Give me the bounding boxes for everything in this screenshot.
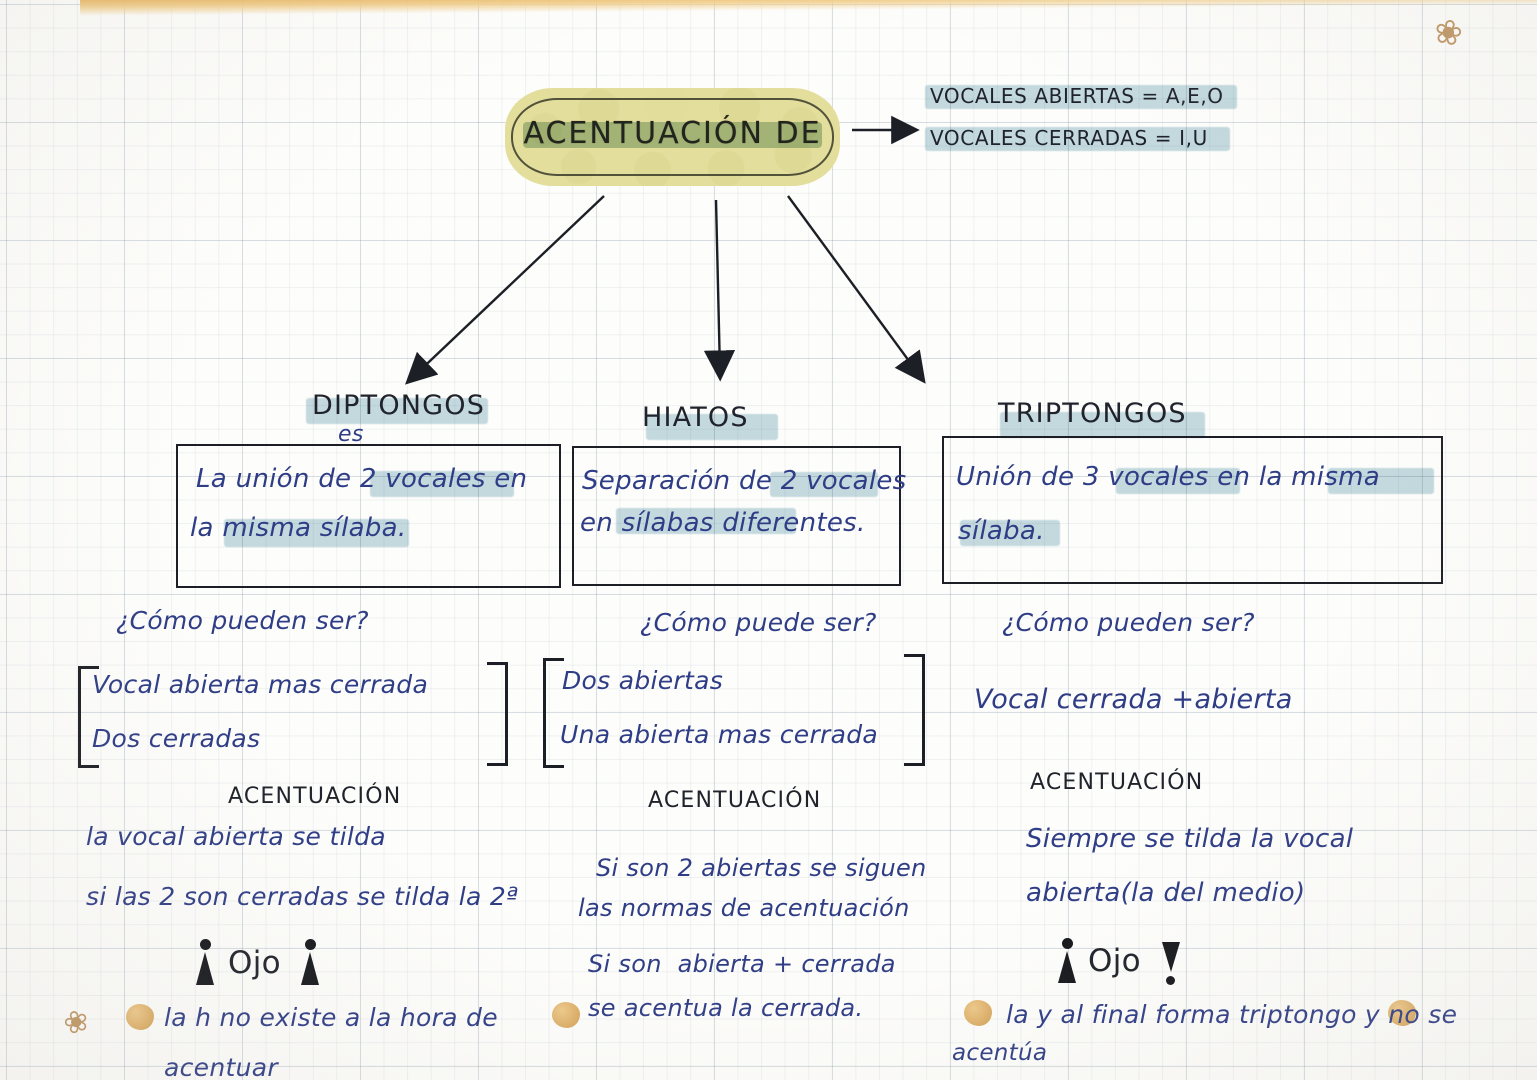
ojo-label-1: Ojo: [228, 945, 281, 981]
column-heading-diptongos: DIPTONGOS: [312, 390, 486, 421]
def-highlight-3b: [1328, 468, 1434, 494]
rule-line-triptongos-1: abierta(la del medio): [1026, 878, 1306, 908]
main-title-bubble: ACENTUACIÓN DE: [505, 88, 840, 186]
heading-highlight-triptongos: [1000, 412, 1205, 438]
rule-line-diptongos-0: la vocal abierta se tilda: [86, 822, 386, 851]
warning-line-diptongos-0: la h no existe a la hora de: [164, 1003, 498, 1032]
question-hiatos: ¿Cómo puede ser?: [640, 608, 877, 637]
legend-open-vowels: VOCALES ABIERTAS = A,E,O: [930, 84, 1224, 108]
column-heading-triptongos: TRIPTONGOS: [998, 398, 1187, 429]
definition-line2-diptongos: la misma sílaba.: [190, 513, 407, 543]
option-hiatos-0: Dos abiertas: [562, 666, 724, 695]
side-note-diptongos: es: [338, 422, 364, 447]
rule-line-triptongos-0: Siempre se tilda la vocal: [1026, 824, 1354, 854]
rule-heading-hiatos: ACENTUACIÓN: [648, 788, 822, 813]
rule-heading-diptongos: ACENTUACIÓN: [228, 784, 402, 809]
dot-sticker-2: [552, 1002, 580, 1028]
warning-line-triptongos-0: la y al final forma triptongo y no se: [1006, 1000, 1458, 1029]
ojo-dot-left-3: [1062, 938, 1073, 949]
def-highlight-2a: [770, 472, 878, 497]
legend-highlight-2: [925, 127, 1230, 151]
def-highlight-1a: [370, 471, 514, 497]
legend-closed-vowels: VOCALES CERRADAS = I,U: [930, 126, 1208, 150]
question-diptongos: ¿Cómo pueden ser?: [116, 606, 369, 635]
option-hiatos-1: Una abierta mas cerrada: [560, 720, 879, 749]
definition-line2-hiatos: en sílabas diferentes.: [580, 508, 866, 538]
definition-line2-triptongos: sílaba.: [958, 516, 1045, 546]
definition-box-diptongos: [176, 444, 561, 588]
heading-highlight-diptongos: [306, 398, 488, 424]
rule-line-hiatos-0: Si son 2 abiertas se siguen: [596, 854, 927, 882]
dot-sticker-3: [964, 1000, 992, 1026]
question-triptongos: ¿Cómo pueden ser?: [1002, 608, 1255, 637]
ojo-dot-left-1: [200, 939, 211, 950]
warning-line-diptongos-1: acentuar: [164, 1053, 278, 1080]
option-diptongos-1: Dos cerradas: [92, 724, 261, 753]
option-triptongos-0: Vocal cerrada +abierta: [974, 684, 1293, 715]
definition-box-hiatos: [572, 446, 901, 586]
title-highlight-band: [523, 122, 822, 148]
definition-line1-diptongos: La unión de 2 vocales en: [196, 464, 528, 494]
def-highlight-1b: [224, 519, 409, 547]
def-highlight-3c: [960, 520, 1060, 546]
bracket-right-hiatos: [904, 654, 925, 766]
def-highlight-3a: [1116, 468, 1240, 494]
rule-line-hiatos-3: se acentua la cerrada.: [588, 994, 864, 1022]
ojo-label-3: Ojo: [1088, 943, 1141, 979]
bracket-left-diptongos: [78, 666, 99, 768]
rule-line-diptongos-1: si las 2 son cerradas se tilda la 2ª: [86, 882, 519, 911]
page-title: ACENTUACIÓN DE: [523, 116, 822, 151]
ojo-triangle-right-3: [1162, 942, 1180, 972]
dot-sticker-1: [126, 1004, 154, 1030]
definition-box-triptongos: [942, 436, 1443, 584]
rule-line-hiatos-2: Si son abierta + cerrada: [588, 950, 896, 978]
heading-highlight-hiatos: [646, 414, 778, 440]
ojo-triangle-left-1: [196, 952, 214, 985]
def-highlight-2b: [616, 508, 796, 534]
ojo-dot-right-1: [305, 939, 316, 950]
column-heading-hiatos: HIATOS: [642, 402, 749, 433]
bracket-left-hiatos: [543, 658, 564, 768]
legend-highlight-1: [925, 85, 1237, 109]
definition-line1-triptongos: Unión de 3 vocales en la misma: [956, 462, 1381, 492]
option-diptongos-0: Vocal abierta mas cerrada: [92, 670, 429, 699]
ojo-triangle-right-1: [301, 952, 319, 985]
bracket-right-diptongos: [487, 662, 508, 766]
warning-line-triptongos-1: acentúa: [952, 1040, 1048, 1066]
rule-line-hiatos-1: las normas de acentuación: [578, 894, 910, 922]
rule-heading-triptongos: ACENTUACIÓN: [1030, 770, 1204, 795]
dot-sticker-4: [1388, 1000, 1416, 1026]
ojo-dot-right-3: [1166, 976, 1175, 985]
definition-line1-hiatos: Separación de 2 vocales: [582, 466, 907, 496]
ojo-triangle-left-3: [1058, 951, 1076, 983]
